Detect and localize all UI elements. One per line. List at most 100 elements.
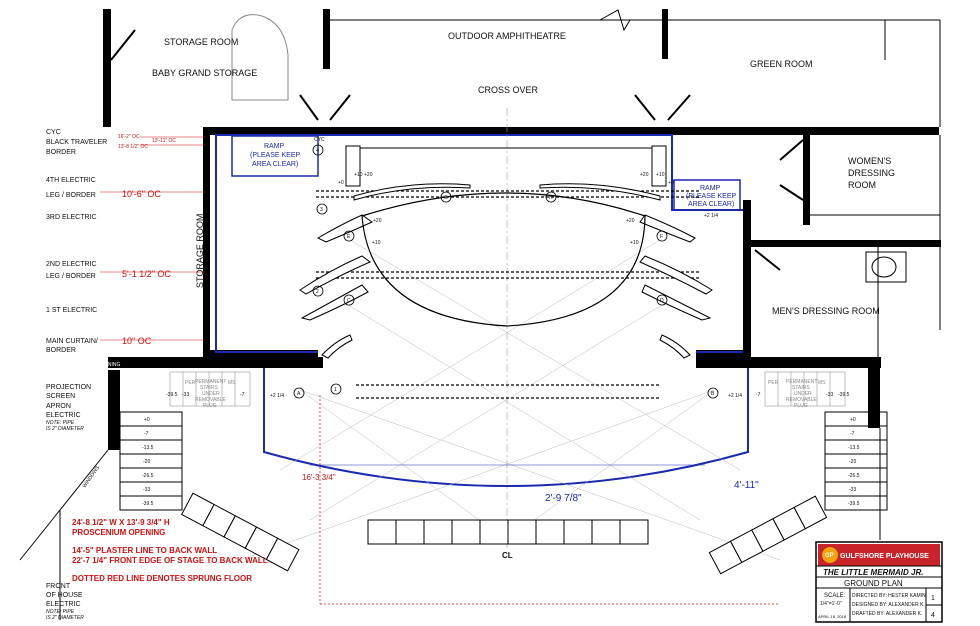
main-curtain-label: MAIN CURTAIN/	[46, 338, 98, 345]
step-r3: -20	[849, 459, 856, 465]
scale-value: 1/4"=1'-0"	[820, 601, 842, 607]
marker-d: D	[660, 298, 664, 304]
perm-stairs-right-labels: PER MS PERMANENT STAIRS UNDER REMOVABLE …	[756, 379, 850, 409]
marker-1: 1	[334, 387, 337, 393]
h20d: +20	[626, 218, 635, 224]
step-r5: -33	[849, 487, 856, 493]
step-l4: -26.5	[142, 473, 154, 479]
seating-rows	[180, 492, 828, 575]
building-walls	[103, 9, 941, 450]
apron-label-1: APRON	[46, 403, 71, 410]
dimension-lines	[100, 136, 780, 605]
date-value: APRIL 18, 2018	[818, 614, 847, 619]
step-l0: +0	[144, 417, 150, 423]
womens-label-2: DRESSING	[848, 168, 895, 178]
marker-3: 3	[320, 207, 323, 213]
sheet-number: 1	[931, 595, 935, 602]
designed-by: DESIGNED BY: ALEXANDER K.	[852, 602, 925, 608]
note-1: 24'-8 1/2" W X 13'-9 3/4" H	[72, 518, 170, 527]
cross-over-label: CROSS OVER	[478, 85, 539, 95]
proscenium-label-1: 25'-1/4" W X 14'-7 3/8" H	[52, 354, 108, 360]
green-room-label: GREEN ROOM	[750, 59, 813, 69]
step-r2: -13.5	[848, 445, 860, 451]
marker-c: C	[347, 298, 351, 304]
perm-r-n5: -39.5	[838, 392, 850, 398]
note-4: 22'-7 1/4" FRONT EDGE OF STAGE TO BACK W…	[72, 556, 268, 565]
scene-markers	[293, 144, 719, 399]
leg-2-dim: 5'-1 1/2" OC	[122, 269, 171, 279]
step-l2: -13.5	[142, 445, 154, 451]
proscenium-label-2: PROSCENIUM OPENING	[62, 362, 120, 368]
apron-label-2: ELECTRIC	[46, 412, 81, 419]
marker-g: G	[444, 195, 448, 201]
marker-2: 2	[316, 289, 319, 295]
mens-dressing-label: MEN'S DRESSING ROOM	[772, 306, 880, 316]
step-r4: -26.5	[848, 473, 860, 479]
h214b: +2 1/4	[728, 393, 742, 399]
perm-r-n0: -7	[756, 392, 761, 398]
note-2: PROSCENIUM OPENING	[72, 528, 165, 537]
piano-outline	[231, 14, 289, 101]
baby-grand-label: BABY GRAND STORAGE	[152, 68, 257, 78]
foh-note-2: IS 2" DIAMETER	[46, 615, 84, 621]
h214a: +2 1/4	[270, 393, 284, 399]
show-title: THE LITTLE MERMAID JR.	[823, 568, 923, 577]
storage-room-top-label: STORAGE ROOM	[164, 37, 238, 47]
center-blue-dim: 2'-9 7/8"	[545, 493, 582, 504]
foh-label-1: FRONT	[46, 583, 71, 590]
leg-border-2-label: LEG / BORDER	[46, 273, 96, 280]
step-r6: -39.5	[848, 501, 860, 507]
scale-label: SCALE:	[824, 593, 846, 599]
note-5: DOTTED RED LINE DENOTES SPRUNG FLOOR	[72, 574, 252, 583]
ramp-left-2: (PLEASE KEEP	[250, 152, 301, 159]
drafted-by: DRAFTED BY: ALEXANDER K.	[852, 611, 922, 617]
ramp-left-box	[231, 135, 319, 177]
h20a: +20	[364, 172, 373, 178]
h20c: +20	[373, 218, 382, 224]
foh-label-2: OF HOUSE	[46, 592, 83, 599]
outdoor-amphitheatre-label: OUTDOOR AMPHITHEATRE	[448, 31, 566, 41]
womens-label-1: WOMEN'S	[848, 156, 891, 166]
marker-e: E	[347, 234, 351, 240]
perm-r-3: REMOVABLE	[786, 397, 817, 403]
directed-by: DIRECTED BY: HESTER KAMIN	[852, 593, 926, 599]
perm-r-n4: -33	[826, 392, 833, 398]
perm-l-n0: -39.5	[166, 392, 178, 398]
ramp-right-2: (PLEASE KEEP	[686, 193, 737, 200]
step-r1: -7	[850, 431, 855, 437]
height-labels: +20 +20 +20 +20 +10 +10 +10 +10 +0 +0 +2…	[270, 137, 742, 399]
projection-label-1: PROJECTION	[46, 384, 91, 391]
logo-icon	[822, 547, 838, 563]
stage-arc	[361, 192, 646, 327]
h10b: +10	[656, 172, 665, 178]
perm-stairs-outlines	[169, 371, 846, 407]
windows-label: WINDOWS	[82, 464, 102, 489]
logo-mark: GP	[825, 553, 834, 559]
stairs-left	[119, 411, 183, 511]
step-labels-right: +0 -7 -13.5 -20 -26.5 -33 -39.5	[848, 417, 860, 507]
note-3: 14'-5" PLASTER LINE TO BACK WALL	[72, 546, 217, 555]
perm-l-per: PER	[185, 380, 196, 386]
marker-a: A	[297, 391, 301, 397]
step-r0: +0	[850, 417, 856, 423]
h0a: +0	[338, 180, 344, 186]
foh-label-3: ELECTRIC	[46, 601, 81, 608]
electric-3-label: 3RD ELECTRIC	[46, 214, 97, 221]
h10a: +10	[354, 172, 363, 178]
ramp-right-3: AREA CLEAR)	[688, 201, 734, 208]
left-rigging-labels: CYC BLACK TRAVELER BORDER 4TH ELECTRIC L…	[46, 129, 107, 621]
border-label: BORDER	[46, 149, 76, 156]
perm-l-3: REMOVABLE	[195, 397, 226, 403]
foh-note-1: NOTE: PIPE	[46, 609, 75, 615]
marker-h: H	[549, 195, 553, 201]
right-blue-dim: 4'-11"	[734, 480, 759, 491]
step-labels-left: +0 -7 -13.5 -20 -26.5 -33 -39.5	[142, 417, 154, 507]
door-swings	[110, 29, 804, 271]
h10d: +10	[630, 240, 639, 246]
apron-note-2: IS 2" DIAMETER	[46, 426, 84, 432]
step-l1: -7	[144, 431, 149, 437]
perm-l-0: PERMANENT	[195, 379, 226, 385]
step-l3: -20	[143, 459, 150, 465]
